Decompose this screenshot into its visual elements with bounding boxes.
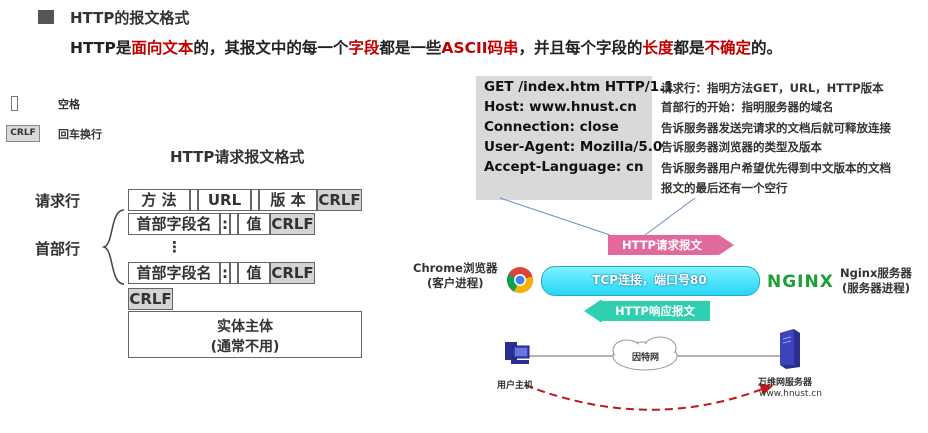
accept-language-header-text: Accept-Language: cn [484,159,644,175]
entity-body-label: 实体主体 [217,319,273,335]
client-label-role: (客户进程) [426,276,484,290]
server-label-name: Nginx服务器 [840,266,912,280]
explanation-connection: 告诉服务器发送完请求的文档后就可释放连接 [661,121,891,135]
page-title: HTTP的报文格式 [70,9,190,27]
subtitle-text: 都是 [673,39,705,57]
subtitle-highlight: 不确定 [704,39,752,57]
page-subtitle: HTTP是面向文本的，其报文中的每一个字段都是一些ASCII码串，并且每个字段的… [70,36,782,58]
space-separator [230,262,238,284]
space-symbol-icon [11,96,18,111]
request-line-label: 请求行 [35,192,81,210]
colon-cell: : [220,213,230,235]
entity-body-note: (通常不用) [210,339,280,355]
client-label-name: Chrome浏览器 [413,261,498,275]
subtitle-highlight: 字段 [348,39,380,57]
header-ellipsis: ⋮ [167,238,182,256]
user-agent-header-text: User-Agent: Mozilla/5.0 [484,139,663,155]
blank-line-crlf-cell: CRLF [128,288,173,310]
connection-header-text: Connection: close [484,119,619,135]
space-separator [251,189,259,211]
request-format-title: HTTP请求报文格式 [170,148,305,166]
url-cell: URL [198,189,251,211]
subtitle-highlight: 面向文本 [131,39,194,57]
host-header-text: Host: www.hnust.cn [484,99,637,115]
response-arrow-label: HTTP响应报文 [614,304,695,318]
header-field-name-cell: 首部字段名 [128,262,220,284]
entity-body-box: 实体主体 (通常不用) [128,311,362,358]
header-value-cell: 值 [238,262,270,284]
tcp-connection-label: TCP连接，端口号80 [592,273,707,287]
explanation-user-agent: 告诉服务器浏览器的类型及版本 [661,140,822,154]
crlf-cell: CRLF [270,213,315,235]
network-diagram [524,336,785,411]
header-lines-label: 首部行 [35,240,81,258]
explanation-host: 首部行的开始：指明服务器的域名 [661,100,834,114]
web-server-label: 万维网服务器 [758,378,813,388]
user-host-label: 用户主机 [497,381,534,391]
request-line-text: GET /index.htm HTTP/1.1 [484,79,674,95]
space-separator [230,213,238,235]
header-lines-brace [101,209,125,285]
response-arrow [584,300,710,322]
user-host-computer-icon [505,342,530,364]
nginx-logo: NGINX [767,272,834,292]
title-bullet-icon [38,10,54,24]
subtitle-text: HTTP是 [70,39,132,57]
crlf-cell: CRLF [317,189,362,211]
request-example-box: GET /index.htm HTTP/1.1 Host: www.hnust.… [476,76,674,200]
explanation-blank-line: 报文的最后还有一个空行 [661,181,788,195]
subtitle-text: 都是一些 [379,39,442,57]
internet-label: 因特网 [632,353,660,363]
explanation-request-line: 请求行：指明方法GET，URL，HTTP版本 [661,81,884,95]
subtitle-text: 的，其报文中的每一个 [193,39,349,57]
header-value-cell: 值 [238,213,270,235]
method-cell: 方 法 [128,189,190,211]
server-label-role: (服务器进程) [841,281,910,295]
explanation-accept-language: 告诉服务器用户希望优先得到中文版本的文档 [661,161,891,175]
subtitle-text: 的。 [751,39,783,57]
crlf-legend-label: 回车换行 [58,128,102,141]
chrome-icon [506,267,533,293]
header-field-name-cell: 首部字段名 [128,213,220,235]
web-server-icon [780,329,800,369]
request-arrow [608,235,734,255]
space-legend-label: 空格 [58,98,80,111]
colon-cell: : [220,262,230,284]
version-cell: 版 本 [259,189,317,211]
client-label: Chrome浏览器 (客户进程) [413,261,497,291]
subtitle-highlight: 长度 [642,39,674,57]
server-label: Nginx服务器 (服务器进程) [840,266,912,296]
web-server-domain: www.hnust.cn [759,389,822,399]
subtitle-text: ，并且每个字段的 [518,39,643,57]
space-separator [190,189,198,211]
crlf-cell: CRLF [270,262,315,284]
request-arrow-label: HTTP请求报文 [621,238,702,252]
crlf-symbol: CRLF [6,125,40,142]
tcp-connection-tube [541,266,760,296]
subtitle-highlight: ASCII码串 [441,39,519,57]
internet-cloud-icon [612,336,678,371]
connector-lines [499,197,696,236]
